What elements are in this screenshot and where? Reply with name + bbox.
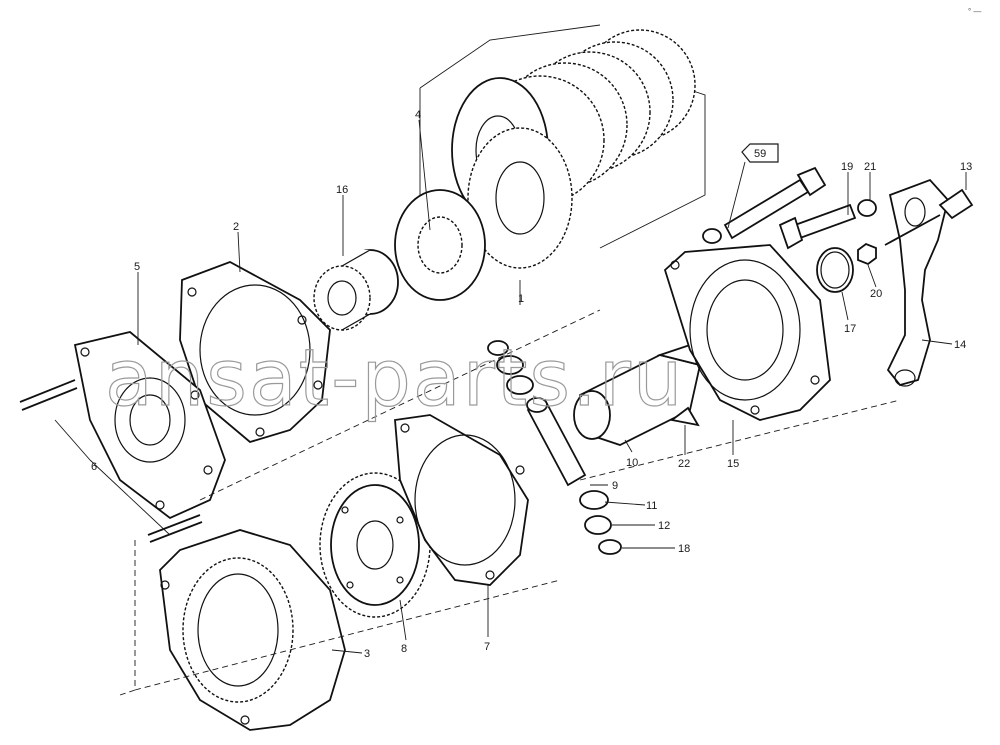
label-part-12: 12 <box>658 520 670 532</box>
ring-gear-housing <box>159 529 346 731</box>
cover-gasket <box>394 414 529 586</box>
label-part-9: 9 <box>612 480 618 492</box>
reference-tag-59: 59 <box>727 143 779 229</box>
long-bolt <box>702 166 827 244</box>
label-part-5: 5 <box>134 261 140 273</box>
hex-nut <box>857 242 877 266</box>
label-part-15: 15 <box>727 458 739 470</box>
label-part-18: 18 <box>678 543 690 555</box>
lock-washer <box>857 199 877 217</box>
corner-mark: ° — <box>968 7 981 16</box>
label-part-22: 22 <box>678 458 690 470</box>
label-part-19: 19 <box>841 161 853 173</box>
lever-arm <box>884 178 974 387</box>
o-ring-inner <box>820 251 850 289</box>
label-part-13: 13 <box>960 161 972 173</box>
watermark-text: ansat-parts.ru <box>105 334 684 424</box>
short-bolt <box>778 203 857 250</box>
label-part-10: 10 <box>626 457 638 469</box>
spline-hub <box>313 249 399 331</box>
leader-lines <box>54 119 967 654</box>
label-part-1: 1 <box>518 293 524 305</box>
label-part-14: 14 <box>954 339 966 351</box>
part-labels: 1 2 3 4 5 6 7 8 9 10 11 12 13 14 15 16 1… <box>91 109 972 660</box>
o-ring <box>816 247 854 293</box>
label-part-16: 16 <box>336 184 348 196</box>
drive-gear <box>319 472 431 618</box>
label-part-3: 3 <box>364 648 370 660</box>
label-part-6: 6 <box>91 461 97 473</box>
label-part-2: 2 <box>233 221 239 233</box>
label-part-11: 11 <box>646 500 657 512</box>
label-part-20: 20 <box>870 288 882 300</box>
gasket-plate <box>179 261 331 444</box>
clutch-disc-stack <box>394 24 706 301</box>
label-part-17: 17 <box>844 323 856 335</box>
label-part-7: 7 <box>484 641 490 653</box>
reference-tag-text: 59 <box>754 148 766 160</box>
label-part-8: 8 <box>401 643 407 655</box>
cover-housing <box>663 244 831 421</box>
end-plate <box>19 331 226 543</box>
label-part-21: 21 <box>864 161 876 173</box>
pivot-pin-assembly <box>487 340 622 555</box>
label-part-4: 4 <box>415 109 421 121</box>
assembly-guide-lines <box>119 309 901 696</box>
